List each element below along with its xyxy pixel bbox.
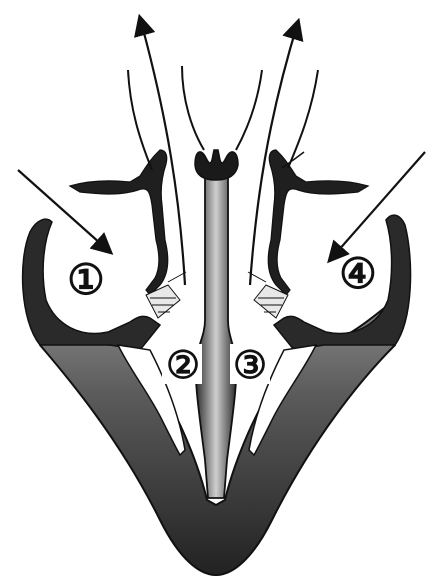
left-vessel-inner xyxy=(182,66,204,150)
left-vessel-outer xyxy=(128,70,152,170)
valve-icon xyxy=(146,272,186,318)
arrow-icon xyxy=(330,152,425,260)
label-2: ② xyxy=(166,342,200,387)
label-4: ④ xyxy=(339,249,377,298)
right-vessel-inner xyxy=(236,70,262,150)
label-3: ③ xyxy=(233,342,267,387)
label-4-group: ④ xyxy=(339,249,377,298)
label-1-group: ① xyxy=(67,255,105,304)
label-2-group: ② xyxy=(162,342,202,387)
label-3-group: ③ xyxy=(230,342,270,387)
septum-cap xyxy=(195,150,238,180)
label-1: ① xyxy=(67,255,105,304)
septum xyxy=(196,175,237,498)
